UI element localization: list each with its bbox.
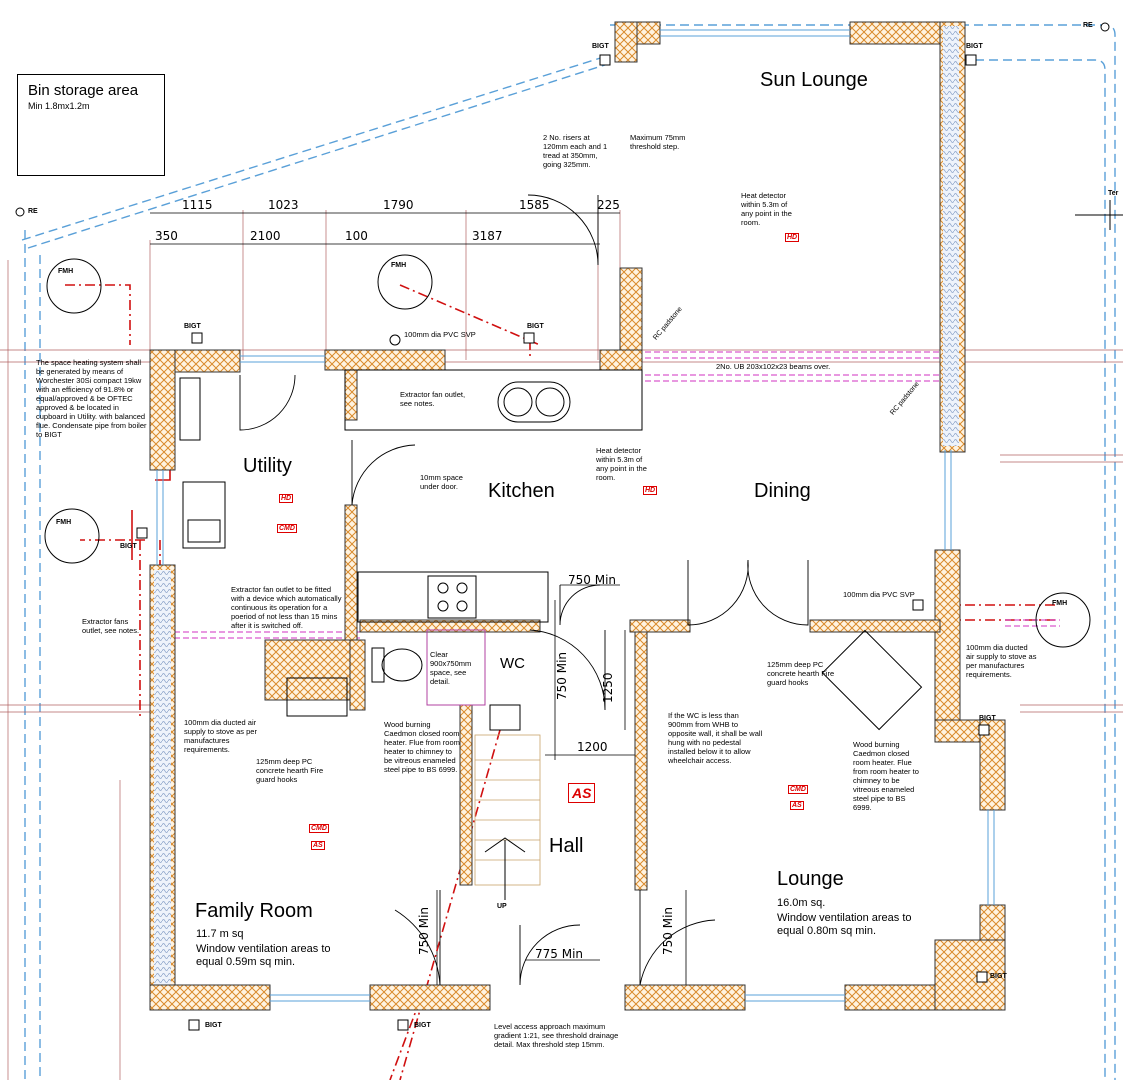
note-threshold: Maximum 75mm threshold step. [630,133,686,151]
tag-fmh-3: FMH [56,519,72,526]
note-duct-right: 100mm dia ducted air supply to stove as … [966,643,1037,679]
doors [239,194,809,986]
tag-up: UP [497,903,507,910]
manholes [44,254,1091,648]
stair-arrow [484,837,526,900]
lounge-vent: Window ventilation areas to equal 0.80m … [777,912,912,937]
dim-750-wc: 750 Min [555,651,569,700]
note-duct-left: 100mm dia ducted air supply to stove as … [184,718,257,754]
tag-bigt-8: BIGT [205,1022,222,1029]
note-access: Level access approach maximum gradient 1… [494,1022,619,1049]
cmd-utility: CMD [277,524,297,533]
as-hall: AS [568,783,596,803]
dim-750-kitchen: 750 Min [568,573,617,587]
cmd-family: CMD [309,824,329,833]
bin-storage-sub: Min 1.8mx1.2m [28,101,90,111]
tag-re-2: RE [1083,22,1093,29]
gulleys [15,22,1110,1031]
note-extractor-utility: Extractor fan outlet to be fitted with a… [231,585,342,630]
note-svp-right: 100mm dia PVC SVP [843,590,915,599]
walls [149,21,1006,1011]
cmd-lounge: CMD [788,785,808,794]
dim-750-lounge: 750 Min [661,906,675,955]
dim-top-2: 1023 [268,198,299,212]
tag-fmh-1: FMH [58,268,74,275]
room-hall: Hall [549,835,584,857]
tag-bigt-1: BIGT [592,43,609,50]
kitchen-fixtures [179,369,923,731]
note-hearth-left: 125mm deep PC concrete hearth Fire guard… [256,757,324,784]
bin-storage-box [17,74,165,176]
note-risers: 2 No. risers at 120mm each and 1 tread a… [543,133,608,169]
hd-utility: HD [279,494,294,503]
terminal-marker [1075,200,1123,230]
drainage [65,284,1055,1080]
dim-second-4: 3187 [472,229,503,243]
tag-bigt-2: BIGT [966,43,983,50]
note-beams: 2No. UB 203x102x23 beams over. [716,362,831,371]
room-lounge: Lounge [777,868,844,890]
room-wc: WC [500,655,525,672]
tag-bigt-6: BIGT [979,715,996,722]
tag-fmh-2: FMH [391,262,407,269]
as-lounge: AS [790,801,804,810]
room-dining: Dining [754,480,811,502]
tag-bigt-7: BIGT [990,973,1007,980]
dim-top-5: 225 [597,198,620,212]
family-vent: Window ventilation areas to equal 0.59m … [196,943,331,968]
dim-top-4: 1585 [519,198,550,212]
dim-second-2: 2100 [250,229,281,243]
bin-storage-title: Bin storage area [28,82,139,99]
note-extractor-fans: Extractor fans outlet, see notes. [82,617,140,635]
tag-bigt-4: BIGT [527,323,544,330]
tag-bigt-3: BIGT [184,323,201,330]
tag-ter: Ter [1108,190,1119,197]
dim-750-family: 750 Min [417,906,431,955]
note-stove-right: Wood burning Caedmon closed room heater.… [853,740,919,812]
tag-re-1: RE [28,208,38,215]
hd-kitchen: HD [643,486,658,495]
dim-775: 775 Min [535,947,584,961]
note-space-heating: The space heating system shall be genera… [36,358,147,439]
family-area: 11.7 m sq [196,928,244,940]
as-family: AS [311,841,325,850]
note-wc: If the WC is less than 900mm from WHB to… [668,711,763,765]
note-heat-kitchen: Heat detector within 5.3m of any point i… [596,446,647,482]
note-extractor-kitchen: Extractor fan outlet, see notes. [400,390,466,408]
dim-second-1: 350 [155,229,178,243]
note-stove-left: Wood burning Caedmon closed room heater.… [384,720,460,774]
dim-1200: 1200 [577,740,608,754]
note-door-gap: 10mm space under door. [420,473,463,491]
stairs [474,734,541,886]
dim-top-1: 1115 [182,198,213,212]
hd-sun-lounge: HD [785,233,800,242]
lounge-area: 16.0m sq. [777,897,826,909]
windows [156,29,995,1002]
note-hearth-right: 125mm deep PC concrete hearth Fire guard… [767,660,835,687]
note-heat-sun: Heat detector within 5.3m of any point i… [741,191,792,227]
dim-1250: 1250 [601,672,615,703]
dim-top-3: 1790 [383,198,414,212]
room-family: Family Room [195,900,313,922]
dimension-lines [150,212,687,990]
tag-bigt-5: BIGT [120,543,137,550]
tag-bigt-9: BIGT [414,1022,431,1029]
tag-fmh-4: FMH [1052,600,1068,607]
beams [165,351,1060,639]
note-svp-top: 100mm dia PVC SVP [404,330,476,339]
dim-second-3: 100 [345,229,368,243]
room-utility: Utility [243,455,292,477]
room-kitchen: Kitchen [488,480,555,502]
note-clear: Clear 900x750mm space, see detail. [430,650,472,686]
room-sun-lounge: Sun Lounge [760,69,868,91]
